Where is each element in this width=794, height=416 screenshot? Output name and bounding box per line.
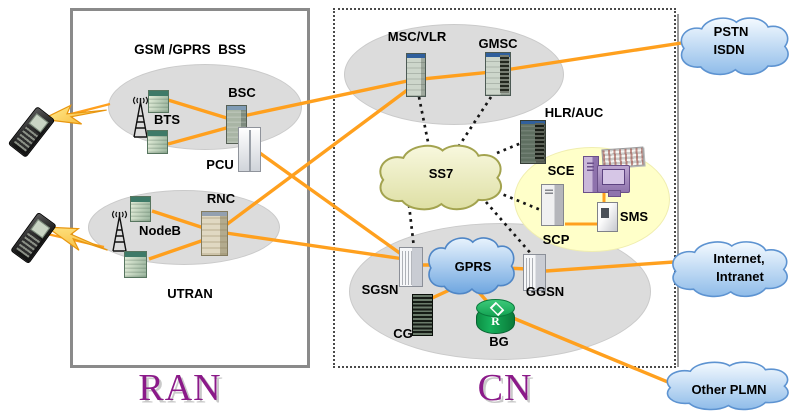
cn-title: CN — [477, 367, 533, 409]
pcu-label: PCU — [206, 157, 234, 172]
sgsn-server-icon — [399, 247, 423, 287]
bg-label: BG — [489, 334, 509, 349]
msc-vlr-label: MSC/VLR — [387, 29, 447, 44]
rnc-label: RNC — [206, 191, 236, 206]
bts-label: BTS — [154, 112, 180, 127]
internet-label: Internet, — [713, 251, 765, 266]
ggsn-label: GGSN — [525, 284, 565, 299]
mobile-phone-2-icon — [10, 211, 57, 265]
nodeb-cabinet-b-icon — [124, 251, 147, 278]
msc-vlr-server-icon — [406, 53, 426, 97]
pcu-cabinet-icon — [238, 127, 261, 172]
cg-server-icon — [412, 294, 433, 336]
cg-label: CG — [393, 326, 413, 341]
bg-router-letter: R — [491, 314, 500, 328]
scp-label: SCP — [542, 232, 570, 247]
sgsn-label: SGSN — [361, 282, 399, 297]
nodeb-antenna-icon — [111, 210, 128, 252]
ran-title: RAN — [138, 367, 222, 409]
nodeb-cabinet-a-icon — [130, 196, 151, 222]
rnc-server-icon — [201, 211, 228, 256]
pstn-label: PSTN — [713, 24, 749, 39]
gprs-label: GPRS — [454, 259, 492, 274]
isdn-label: ISDN — [713, 42, 745, 57]
gmsc-server-icon — [485, 52, 511, 96]
ran-region-box — [70, 8, 310, 368]
bg-router-icon: R — [476, 299, 515, 335]
ggsn-server-icon — [523, 254, 546, 291]
scp-server-icon — [541, 184, 564, 226]
ss7-label: SS7 — [428, 166, 454, 181]
bts-cabinet-b-icon — [147, 130, 168, 154]
hlr-auc-label: HLR/AUC — [544, 105, 604, 120]
utran-label: UTRAN — [167, 286, 213, 301]
bg-router-top — [476, 299, 515, 317]
msc-gmsc-ellipse — [344, 24, 564, 125]
hlr-auc-server-icon — [520, 120, 546, 164]
sms-server-icon — [597, 202, 618, 232]
bss-region-label: GSM /GPRS BSS — [134, 42, 246, 57]
bts-antenna-icon — [132, 96, 149, 138]
bsc-label: BSC — [228, 85, 256, 100]
gmsc-label: GMSC — [478, 36, 518, 51]
nodeb-label: NodeB — [139, 223, 181, 238]
sce-label: SCE — [547, 163, 575, 178]
other-plmn-label: Other PLMN — [691, 382, 767, 397]
intranet-label: Intranet — [716, 269, 764, 284]
sms-label: SMS — [619, 209, 649, 224]
mobile-phone-1-icon — [7, 106, 56, 158]
bts-cabinet-a-icon — [148, 90, 169, 113]
sce-monitor-icon — [597, 165, 630, 197]
